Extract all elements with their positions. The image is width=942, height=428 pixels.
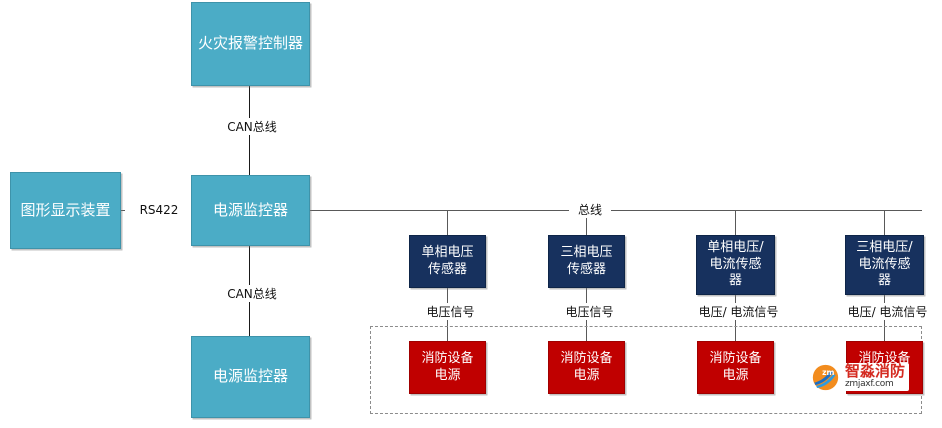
node-fire-equipment-power-1[interactable]: 消防设备 电源	[409, 341, 486, 394]
edge-label-signal-2: 电压信号	[548, 303, 631, 320]
main-bus-line	[310, 210, 922, 211]
node-sensor-three-phase-voltage-current[interactable]: 三相电压/ 电流传感 器	[845, 235, 924, 295]
node-fire-alarm-controller[interactable]: 火灾报警控制器	[191, 2, 310, 86]
bus-drop-sensor-4	[884, 210, 885, 235]
node-fire-equipment-power-4[interactable]: 消防设备 电源	[846, 341, 923, 394]
node-sensor-single-phase-voltage[interactable]: 单相电压 传感器	[409, 235, 486, 288]
node-power-monitor-second[interactable]: 电源监控器	[191, 336, 310, 418]
edge-label-can-bus-bottom: CAN总线	[210, 285, 294, 302]
edge-label-can-bus-top: CAN总线	[210, 118, 294, 135]
node-power-monitor-main[interactable]: 电源监控器	[191, 175, 310, 246]
bus-drop-sensor-2	[586, 210, 587, 235]
node-fire-equipment-power-3[interactable]: 消防设备 电源	[697, 341, 774, 394]
bus-drop-sensor-1	[447, 210, 448, 235]
edge-label-signal-1: 电压信号	[409, 303, 492, 320]
node-fire-equipment-power-2[interactable]: 消防设备 电源	[548, 341, 625, 394]
edge-label-main-bus: 总线	[569, 201, 611, 218]
node-sensor-single-phase-voltage-current[interactable]: 单相电压/ 电流传感 器	[696, 235, 775, 295]
node-graphic-display-device[interactable]: 图形显示装置	[10, 172, 121, 249]
node-sensor-three-phase-voltage[interactable]: 三相电压 传感器	[548, 235, 625, 288]
edge-label-rs422: RS422	[125, 203, 193, 217]
edge-label-signal-3: 电压/ 电流信号	[687, 303, 790, 320]
edge-label-signal-4: 电压/ 电流信号	[836, 303, 939, 320]
bus-drop-sensor-3	[735, 210, 736, 235]
